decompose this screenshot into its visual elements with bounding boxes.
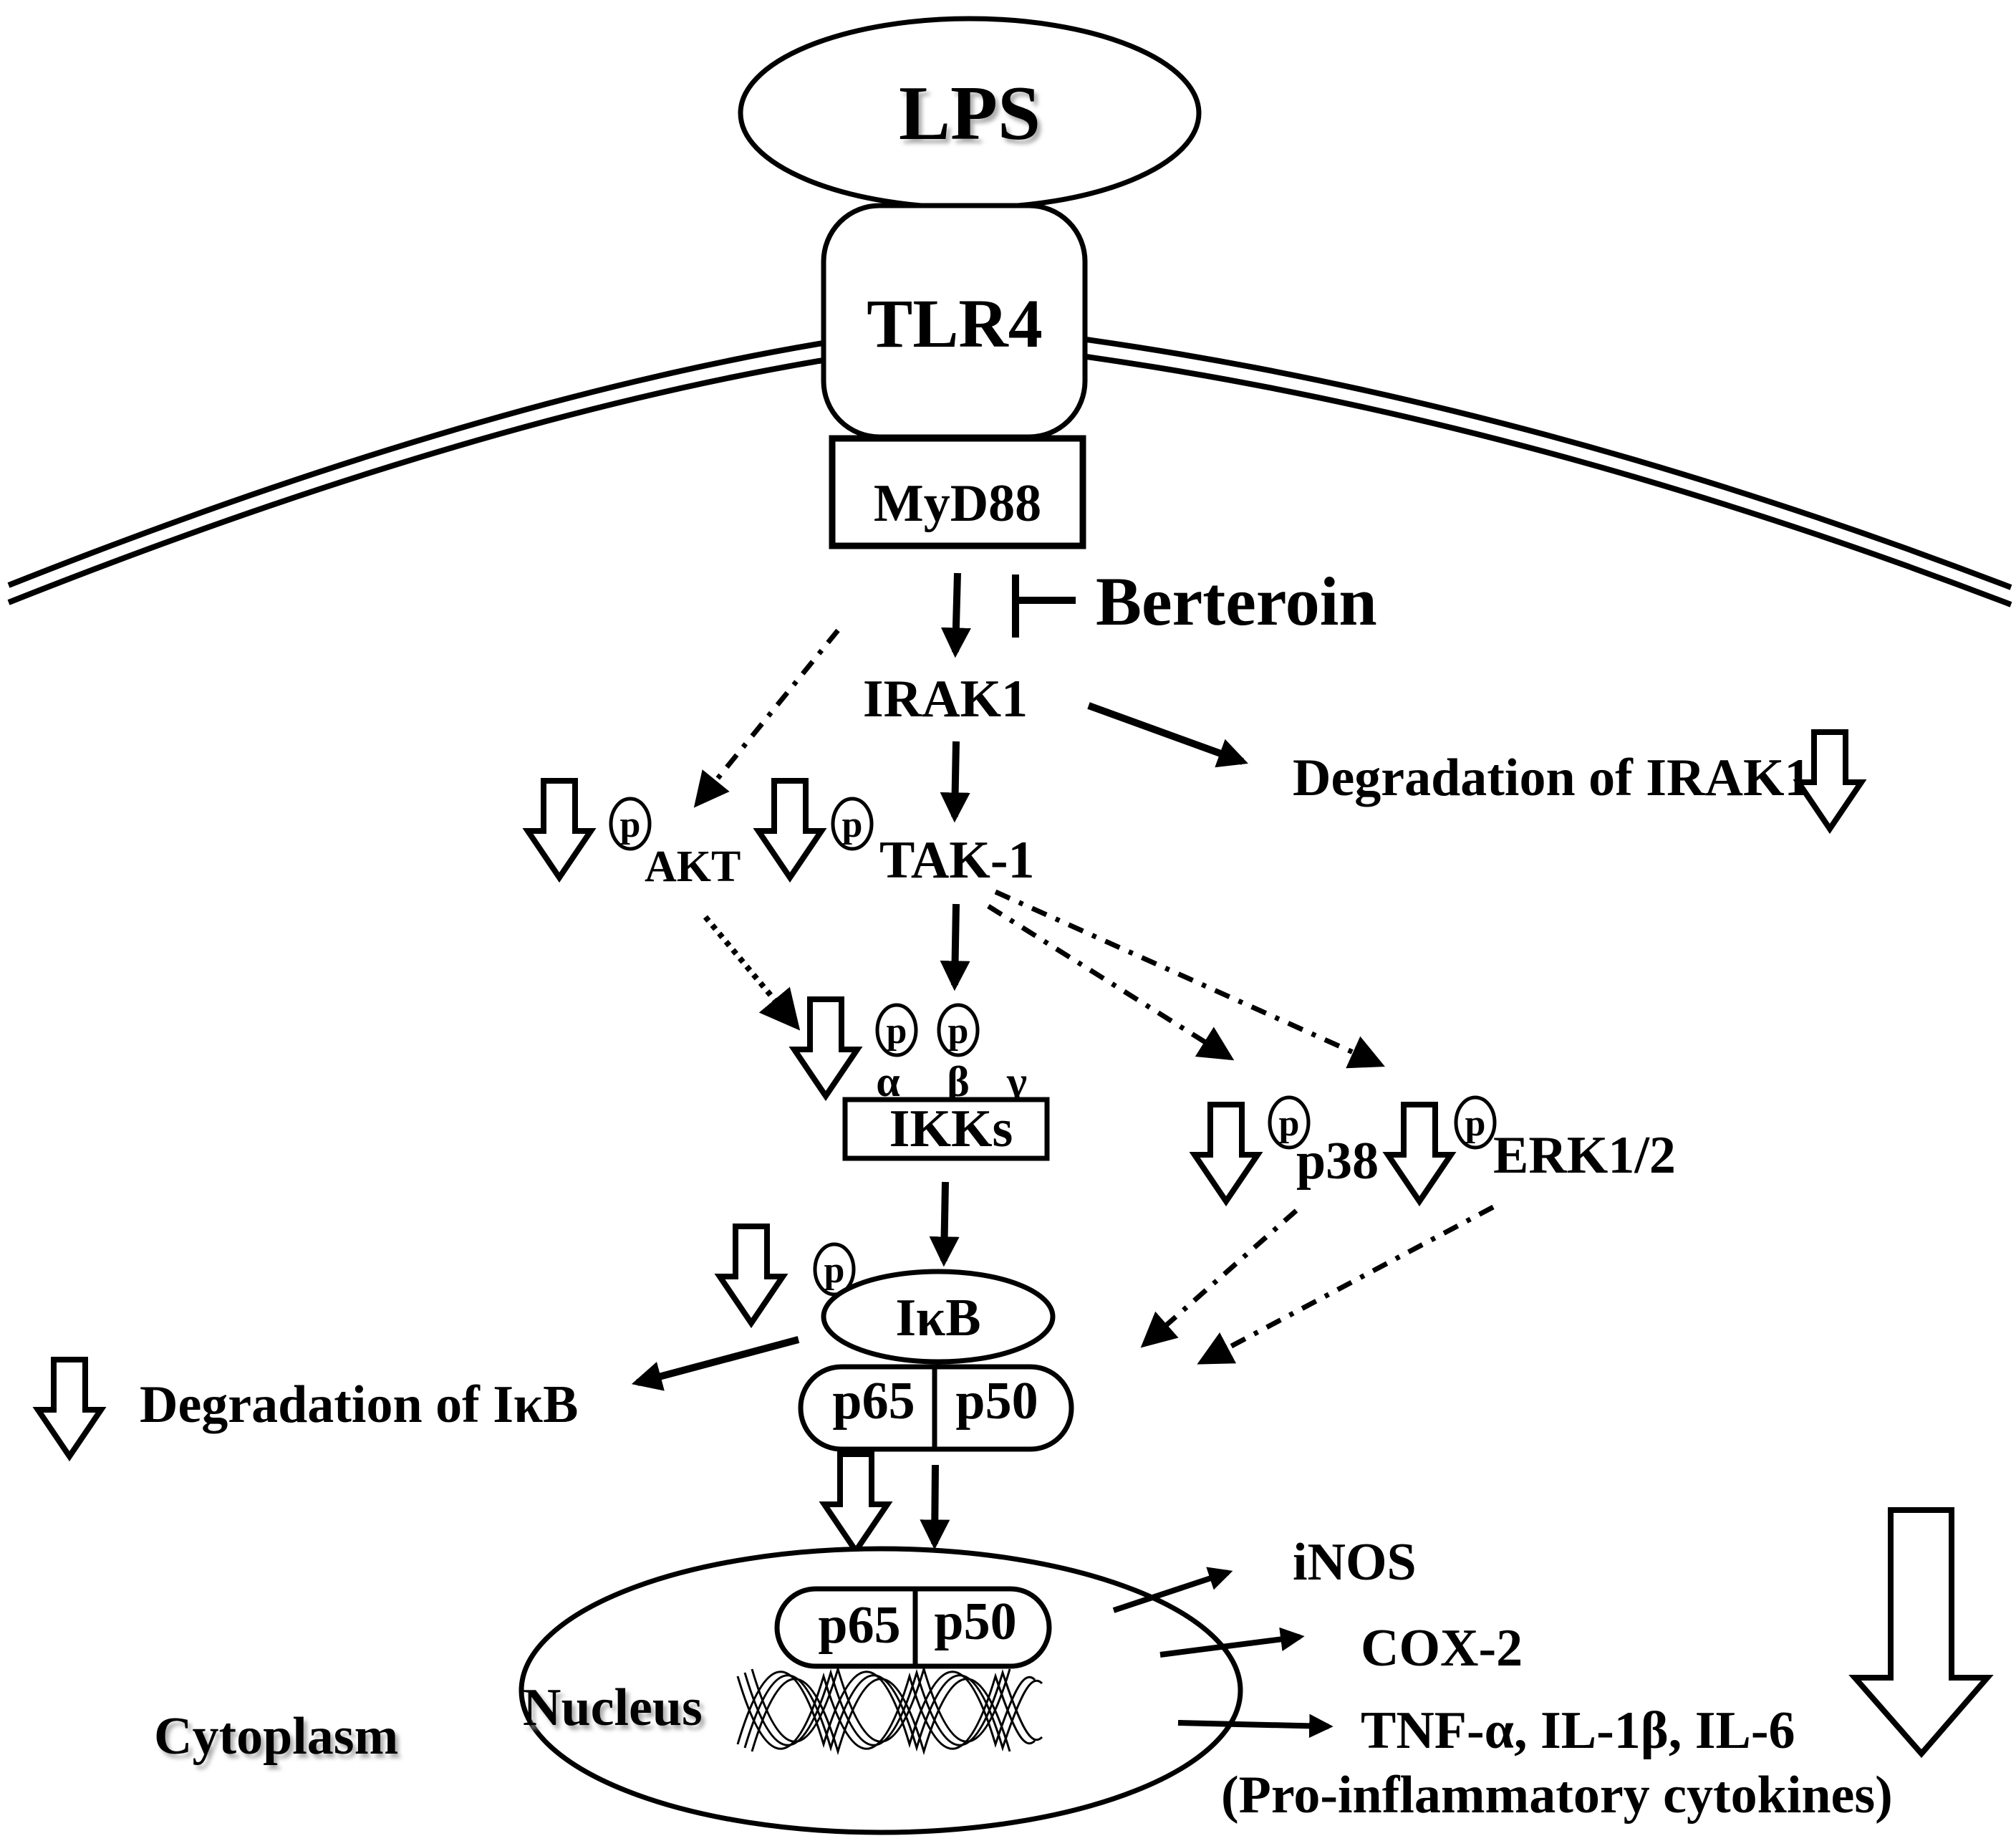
p50-label: p50 [955,1372,1038,1431]
irak1-label: IRAK1 [863,670,1028,729]
arrow-nucleus-cox2 [1159,1627,1305,1658]
inos-label: iNOS [1293,1533,1417,1592]
svg-text:p: p [948,1011,969,1052]
svg-text:p: p [824,1250,845,1291]
lps-label: LPS [899,71,1041,156]
degradation-ikb-label: Degradation of IκB [140,1375,579,1434]
arrow-irak1-degradation [1087,702,1248,768]
phospho-erk12: p ERK1/2 [1388,1095,1676,1201]
nucleus-label: Nucleus [523,1678,703,1737]
phospho-akt: p AKT [528,781,741,891]
tlr4-label: TLR4 [867,285,1042,362]
phospho-badge-akt: p [609,797,652,851]
arrow-erk12-nfkb [1197,1204,1495,1365]
berteroin-label: Berteroin [1096,563,1377,640]
phospho-badge-erk12: p [1454,1095,1497,1150]
tlr4-receptor: TLR4 [821,203,1088,440]
cytokines-label: TNF-α, IL-1β, IL-6 [1361,1701,1795,1760]
phospho-badge-ikb: p [813,1242,856,1297]
nucleus: p65 p50 Nucleus [519,1546,1243,1835]
decrease-arrow-tak1 [758,781,821,878]
cytokines-note-label: (Pro-inflammatory cytokines) [1221,1766,1893,1825]
decrease-arrow-ikb-degradation [38,1360,101,1456]
decrease-arrow-outputs [1848,1507,1994,1759]
akt-label: AKT [645,842,741,891]
phospho-badge-ikk-beta: p [937,1003,980,1057]
arrow-akt-ikks [703,915,801,1031]
svg-text:p: p [842,804,863,845]
svg-text:p: p [1279,1103,1300,1144]
phospho-p38: p p38 [1195,1095,1379,1201]
cytoplasm-label: Cytoplasm [154,1707,398,1766]
phospho-tak1: p TAK-1 [758,781,1035,890]
lps-node: LPS [738,16,1202,211]
arrow-tak1-ikks [940,903,970,991]
arrow-ikks-ikb [929,1181,960,1267]
arrow-tak1-erk12 [994,889,1385,1069]
ikb-nfkb-complex: p IκB p65 p50 [720,1226,1074,1452]
arrow-nucleus-inos [1112,1567,1233,1613]
p38-label: p38 [1296,1132,1379,1191]
cox2-label: COX-2 [1361,1619,1523,1678]
arrow-myd88-akt [693,628,840,808]
arrow-ikb-degradation [631,1336,800,1391]
berteroin-inhibition: Berteroin [1012,563,1377,640]
decrease-arrow-p38 [1195,1105,1258,1201]
svg-text:p: p [887,1011,907,1052]
decrease-arrow-ikb [720,1226,783,1323]
decrease-arrow-irak1 [1798,732,1861,829]
nucleus-p65-label: p65 [818,1596,900,1655]
myd88-node: MyD88 [829,435,1086,549]
decrease-arrow-translocation [824,1454,887,1551]
arrow-tak1-p38 [987,904,1235,1061]
arrow-myd88-irak1 [940,572,971,658]
arrow-p38-nfkb [1140,1208,1298,1348]
ikb-label: IκB [895,1289,980,1347]
p65-label: p65 [832,1372,915,1431]
decrease-arrow-akt [528,781,591,878]
nucleus-p50-label: p50 [934,1592,1016,1651]
svg-text:p: p [1465,1103,1486,1144]
decrease-arrow-ikks [794,999,857,1096]
decrease-arrow-erk12 [1388,1105,1451,1201]
phospho-badge-tak1: p [831,797,874,851]
arrow-irak1-tak1 [940,741,970,823]
dna-helix-icon [736,1665,1043,1756]
phospho-badge-ikk-alpha: p [875,1003,918,1057]
arrow-nucleus-cytokines [1177,1713,1333,1739]
erk12-label: ERK1/2 [1493,1126,1676,1185]
tak1-label: TAK-1 [879,831,1035,890]
ikks-label: IKKs [889,1100,1013,1158]
ikk-complex: p p α β γ IKKs [794,999,1050,1161]
myd88-label: MyD88 [874,474,1041,533]
svg-text:p: p [620,804,641,845]
phospho-badge-p38: p [1268,1095,1311,1150]
cell-membrane [7,336,2012,607]
degradation-irak1-label: Degradation of IRAK1 [1293,749,1811,807]
